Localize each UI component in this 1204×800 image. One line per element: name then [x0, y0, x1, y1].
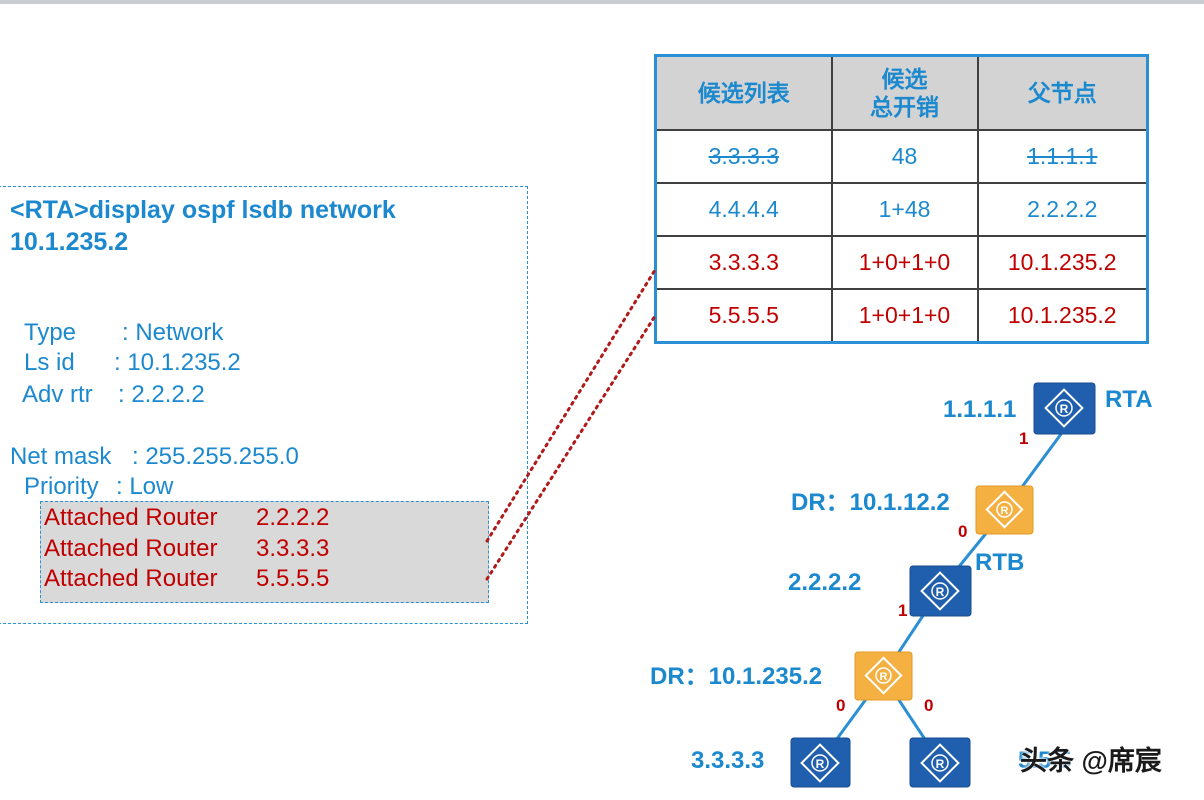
field-priority: Priority : Low — [24, 472, 173, 502]
field-net-mask: Net mask : 255.255.255.0 — [10, 442, 299, 472]
cell-candidate: 3.3.3.3 — [654, 235, 833, 290]
label-dr1: DR：10.1.12.2 — [791, 489, 950, 516]
router-letter: R — [880, 671, 888, 683]
attached-router-row: Attached Router 2.2.2.2 — [44, 503, 329, 533]
cost-dr2-r3: 0 — [836, 696, 846, 715]
cell-cost: 1+0+1+0 — [830, 288, 979, 344]
command-title: <RTA>display ospf lsdb network 10.1.235.… — [10, 194, 520, 258]
attached-router-value: 5.5.5.5 — [256, 565, 330, 592]
attached-router-value: 2.2.2.2 — [256, 504, 330, 531]
cell-parent: 10.1.235.2 — [976, 288, 1149, 344]
dr-icon-2: R — [854, 651, 913, 701]
cost-dr2-r5: 0 — [924, 696, 934, 715]
router-icon-3: R — [790, 737, 851, 788]
callout-line — [485, 314, 657, 581]
router-letter: R — [936, 585, 945, 599]
field-type: Type : Network — [24, 318, 223, 348]
field-key: Net mask — [10, 443, 112, 470]
router-letter: R — [936, 757, 945, 771]
cell-cost: 48 — [830, 129, 979, 184]
header-parent: 父节点 — [976, 54, 1149, 131]
header-total-cost: 候选 总开销 — [830, 54, 979, 131]
attached-router-value: 3.3.3.3 — [256, 535, 330, 562]
attached-router-row: Attached Router 3.3.3.3 — [44, 534, 329, 564]
field-value: : 255.255.255.0 — [132, 443, 299, 470]
cell-parent: 10.1.235.2 — [976, 235, 1149, 290]
field-key: Adv rtr — [22, 381, 93, 408]
table-row: 5.5.5.5 1+0+1+0 10.1.235.2 — [654, 288, 1149, 344]
field-value: : 2.2.2.2 — [118, 381, 205, 408]
label-rtb-name: RTB — [975, 549, 1025, 576]
cost-rta-dr1: 1 — [1019, 429, 1029, 448]
field-value: : Low — [116, 473, 174, 500]
field-value: : Network — [122, 319, 224, 346]
router-letter: R — [1060, 402, 1069, 416]
command-line-1: <RTA>display ospf lsdb network — [10, 196, 396, 224]
header-candidate: 候选列表 — [654, 54, 833, 131]
label-r5-id: 5.5.5 — [1018, 747, 1072, 774]
candidate-table: 候选列表 候选 总开销 父节点 3.3.3.3 48 1.1.1.1 4.4.4… — [654, 54, 1149, 344]
cell-candidate: 3.3.3.3 — [654, 129, 833, 184]
attached-router-label: Attached Router — [44, 535, 218, 562]
cell-parent: 1.1.1.1 — [976, 129, 1149, 184]
attached-router-label: Attached Router — [44, 504, 218, 531]
label-dr2: DR：10.1.235.2 — [650, 663, 823, 690]
cost-dr1-rtb: 0 — [958, 522, 968, 541]
attached-routers-box — [40, 501, 489, 603]
label-rtb-id: 2.2.2.2 — [788, 569, 862, 596]
router-icon-5: R — [909, 737, 971, 788]
cell-candidate: 5.5.5.5 — [654, 288, 833, 344]
attached-router-row: Attached Router 5.5.5.5 — [44, 564, 329, 594]
field-value: : 10.1.235.2 — [114, 349, 241, 376]
table-row: 3.3.3.3 1+0+1+0 10.1.235.2 — [654, 235, 1149, 290]
label-rta-name: RTA — [1105, 386, 1153, 413]
top-border — [0, 0, 1204, 4]
router-icon-rta: R — [1033, 382, 1096, 435]
field-ls-id: Ls id : 10.1.235.2 — [24, 348, 241, 378]
cell-cost: 1+0+1+0 — [830, 235, 979, 290]
callout-line — [485, 268, 657, 543]
table-row: 4.4.4.4 1+48 2.2.2.2 — [654, 182, 1149, 237]
field-key: Priority — [24, 473, 99, 500]
cell-candidate: 4.4.4.4 — [654, 182, 833, 237]
cost-rtb-dr2: 1 — [898, 601, 908, 620]
dr-icon-1: R — [975, 485, 1034, 535]
field-key: Type — [24, 319, 77, 346]
command-line-2: 10.1.235.2 — [10, 228, 129, 256]
cell-parent: 2.2.2.2 — [976, 182, 1149, 237]
cell-cost: 1+48 — [830, 182, 979, 237]
label-r3-id: 3.3.3.3 — [691, 747, 765, 774]
router-letter: R — [1001, 505, 1009, 517]
router-icon-rtb: R — [909, 565, 972, 617]
watermark: 头条 @席宸 — [1020, 746, 1162, 776]
attached-router-label: Attached Router — [44, 565, 218, 592]
router-letter: R — [816, 757, 825, 771]
table-row: 3.3.3.3 48 1.1.1.1 — [654, 129, 1149, 184]
command-output-panel — [0, 186, 528, 624]
label-rta-id: 1.1.1.1 — [943, 396, 1017, 423]
field-adv-rtr: Adv rtr : 2.2.2.2 — [22, 380, 205, 410]
table-header-row: 候选列表 候选 总开销 父节点 — [654, 54, 1149, 131]
field-key: Ls id — [24, 349, 75, 376]
